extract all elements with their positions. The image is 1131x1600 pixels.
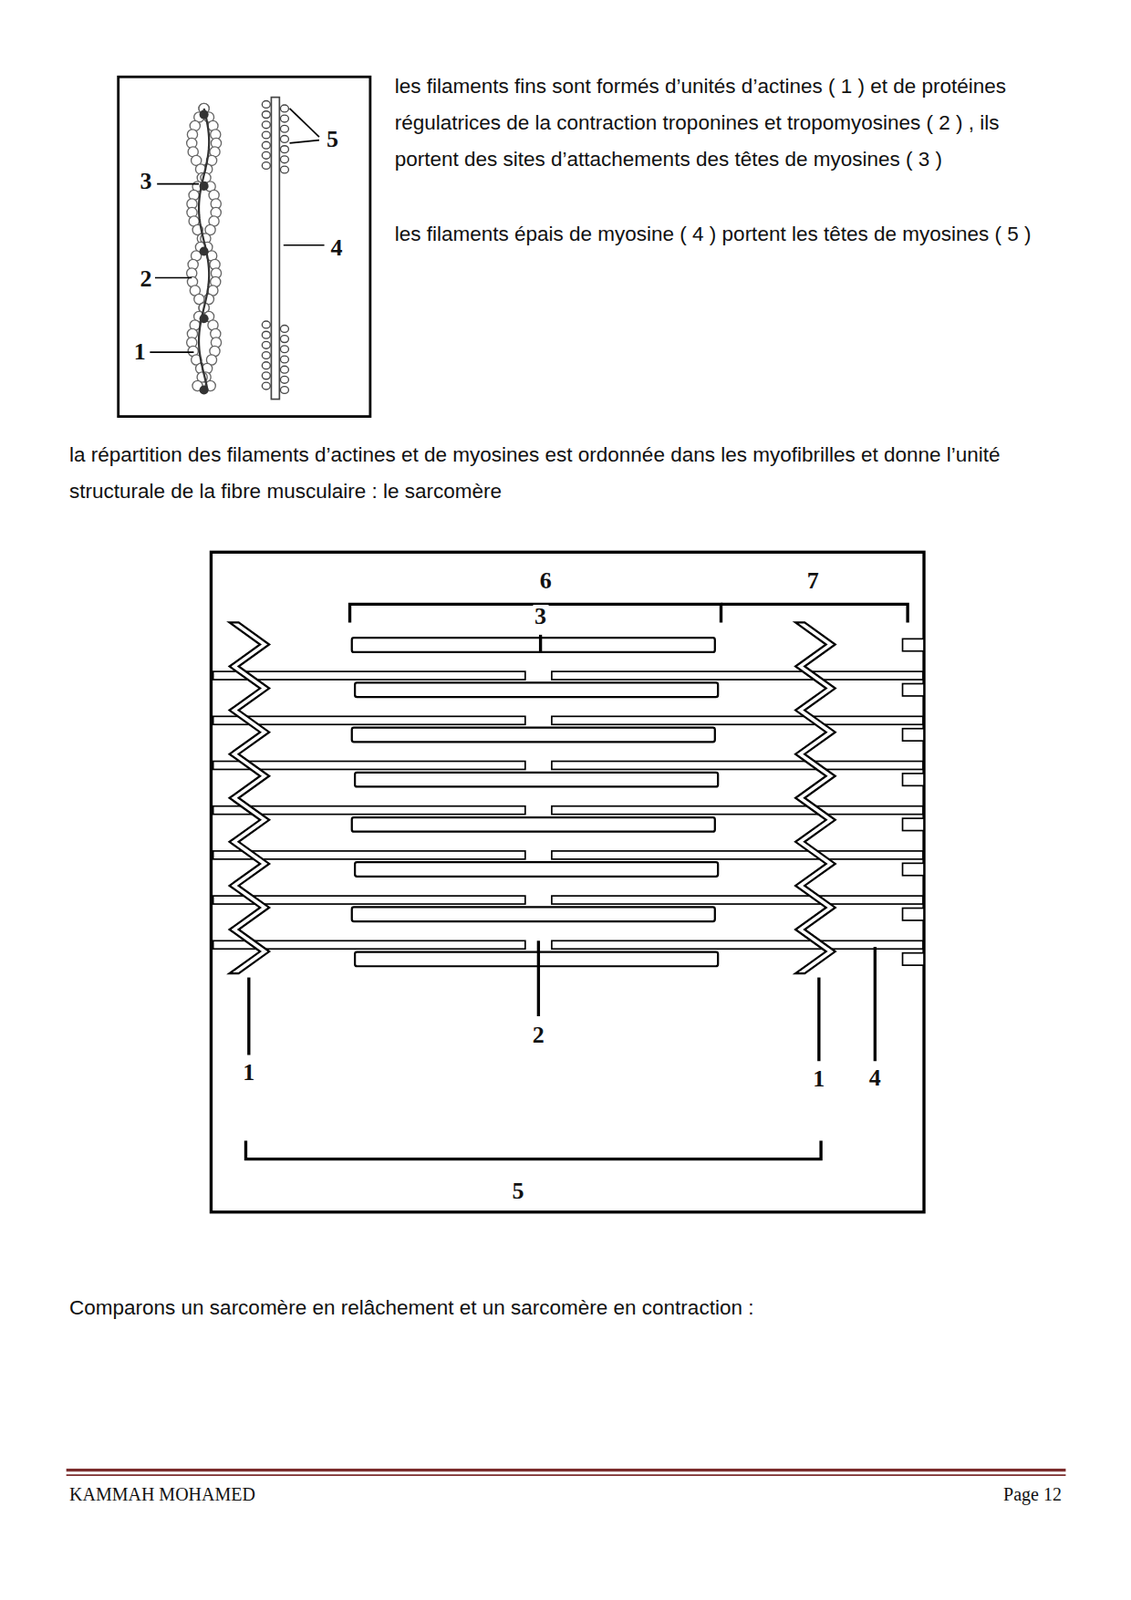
callout-number: 4 [328, 236, 344, 260]
figure-frame [118, 76, 371, 416]
paragraph: les filaments épais de myosine ( 4 ) por… [394, 216, 1069, 253]
callout-number: 2 [530, 1023, 547, 1048]
thick-filament [261, 97, 289, 400]
callout-number: 1 [132, 340, 148, 364]
callout-number: 7 [805, 569, 821, 593]
thin-filament [186, 103, 222, 395]
brackets [245, 603, 908, 1159]
footer-text: Page 12 [1003, 1484, 1062, 1504]
callout-number: 1 [240, 1060, 257, 1085]
leader-lines [149, 108, 324, 353]
callout-number: 5 [324, 127, 341, 152]
figure-frame [210, 551, 924, 1212]
callout-number: 2 [137, 267, 154, 291]
paragraph: la répartition des filaments d’actines e… [69, 436, 1090, 510]
paragraph: les filaments fins sont formés d’unités … [394, 68, 1069, 178]
footer-text: KAMMAH MOHAMED [69, 1484, 256, 1504]
footer-rule [66, 1468, 1067, 1472]
callout-number: 3 [532, 604, 549, 629]
callout-number: 1 [810, 1067, 827, 1091]
footer-rule [66, 1473, 1067, 1476]
paragraph: Comparons un sarcomère en relâchement et… [69, 1289, 1090, 1327]
callout-number: 4 [867, 1066, 883, 1090]
callout-number: 3 [137, 169, 154, 194]
callout-number: 5 [510, 1179, 527, 1204]
sarcomere [213, 622, 924, 974]
callout-number: 6 [538, 569, 554, 593]
